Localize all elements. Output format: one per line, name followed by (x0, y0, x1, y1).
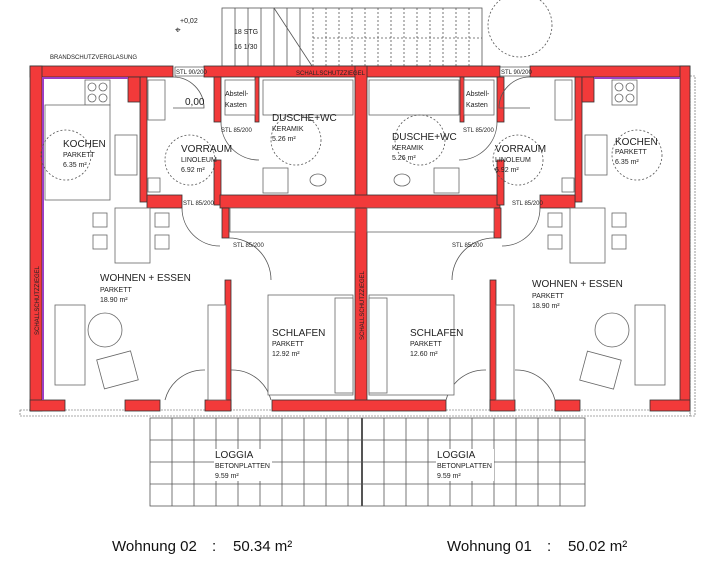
annotations: STL 90/200 STL 90/200 SCHALLSCHUTZZIEGEL… (35, 66, 543, 340)
door-label: STL 85/200 (452, 243, 483, 249)
room-floor: BETONPLATTEN (215, 463, 270, 470)
room-name: Kasten (225, 102, 247, 109)
door-label: STL 85/200 (463, 128, 494, 134)
sound-wall-label: SCHALLSCHUTZZIEGEL (296, 71, 366, 77)
unit-01-area: 50.02 m² (568, 538, 627, 555)
room-name: VORRAUM (181, 144, 232, 155)
separator: : (212, 538, 216, 555)
door-label: STL 85/200 (233, 243, 264, 249)
room-area: 6.35 m² (615, 159, 639, 166)
room-name: KOCHEN (63, 139, 106, 150)
room-name: KOCHEN (615, 137, 658, 148)
room-floor: BETONPLATTEN (437, 463, 492, 470)
walls (29, 65, 691, 412)
room-name: LOGGIA (437, 450, 476, 461)
room-floor: PARKETT (63, 152, 95, 159)
room-floor: PARKETT (272, 341, 304, 348)
room-area: 9.59 m² (215, 473, 239, 480)
room-area: 9.59 m² (437, 473, 461, 480)
room-floor: PARKETT (532, 293, 564, 300)
room-name: WOHNEN + ESSEN (532, 279, 623, 290)
room-floor: KERAMIK (272, 126, 304, 133)
stairs-ratio: 16 1/30 (234, 44, 257, 51)
room-floor: PARKETT (615, 149, 647, 156)
room-floor: LINOLEUM (181, 157, 217, 164)
room-name: SCHLAFEN (410, 328, 463, 339)
room-floor: PARKETT (410, 341, 442, 348)
survey-point-icon: ⌖ (175, 25, 181, 36)
room-area: 12.92 m² (272, 351, 300, 358)
separator: : (547, 538, 551, 555)
room-name: WOHNEN + ESSEN (100, 273, 191, 284)
room-area: 6.92 m² (495, 167, 519, 174)
unit-02-area: 50.34 m² (233, 538, 292, 555)
unit-02-label: Wohnung 02 (112, 538, 197, 555)
door-label: STL 90/200 (176, 70, 207, 76)
room-name: Abstell- (466, 91, 490, 98)
door-label: STL 85/200 (221, 128, 252, 134)
fire-glazing-label: BRANDSCHUTZVERGLASUNG (50, 55, 137, 61)
room-name: DUSCHE+WC (392, 132, 457, 143)
room-name: VORRAUM (495, 144, 546, 155)
elevation-inside: 0,00 (185, 97, 205, 108)
sound-wall-label: SCHALLSCHUTZZIEGEL (35, 265, 41, 335)
room-name: DUSCHE+WC (272, 113, 337, 124)
room-name: SCHLAFEN (272, 328, 325, 339)
stairs-count: 18 STG (234, 29, 258, 36)
room-area: 6.35 m² (63, 162, 87, 169)
unit-wohnung-01: KOCHEN PARKETT 6.35 m² VORRAUM LINOLEUM … (392, 91, 658, 481)
room-floor: KERAMIK (392, 145, 424, 152)
elevation-outside: +0,02 (180, 18, 198, 25)
door-label: STL 90/200 (501, 70, 532, 76)
room-name: Abstell- (225, 91, 249, 98)
room-area: 5.26 m² (272, 136, 296, 143)
staircase (221, 0, 553, 67)
room-name: LOGGIA (215, 450, 254, 461)
furniture (40, 79, 666, 401)
unit-wohnung-02: KOCHEN PARKETT 6.35 m² VORRAUM LINOLEUM … (63, 91, 337, 481)
room-area: 5.26 m² (392, 155, 416, 162)
room-area: 6.92 m² (181, 167, 205, 174)
room-area: 18.90 m² (532, 303, 560, 310)
room-floor: LINOLEUM (495, 157, 531, 164)
unit-01-label: Wohnung 01 (447, 538, 532, 555)
room-area: 12.60 m² (410, 351, 438, 358)
room-name: Kasten (466, 102, 488, 109)
door-label: STL 85/200 (183, 201, 214, 207)
door-label: STL 85/200 (512, 201, 543, 207)
room-area: 18.90 m² (100, 297, 128, 304)
sound-wall-label: SCHALLSCHUTZZIEGEL (360, 270, 366, 340)
room-floor: PARKETT (100, 287, 132, 294)
